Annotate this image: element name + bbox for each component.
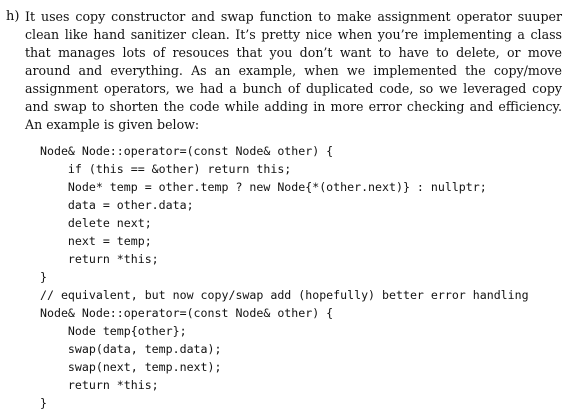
paragraph-line: assignment operators, we had a bunch of …	[25, 81, 562, 96]
code-line: Node& Node::operator=(const Node& other)…	[40, 306, 334, 320]
explanation-paragraph: It uses copy constructor and swap functi…	[25, 8, 562, 134]
code-line: data = other.data;	[40, 198, 194, 212]
code-line: if (this == &other) return this;	[40, 162, 292, 176]
code-line: }	[40, 270, 47, 284]
code-comment-line: // equivalent, but now copy/swap add (ho…	[40, 288, 529, 302]
code-line: return *this;	[40, 378, 159, 392]
code-line: delete next;	[40, 216, 152, 230]
code-line: Node temp{other};	[40, 324, 187, 338]
paragraph-line: that manages lots of resouces that you d…	[25, 45, 562, 60]
code-line: return *this;	[40, 252, 159, 266]
paragraph-line: and swap to shorten the code while addin…	[25, 99, 562, 114]
paragraph-line: It uses copy constructor and swap functi…	[25, 9, 562, 24]
code-line: swap(next, temp.next);	[40, 360, 222, 374]
list-item-h: h) It uses copy constructor and swap fun…	[6, 8, 562, 412]
code-line: }	[40, 396, 47, 410]
paragraph-line: around and everything. As an example, wh…	[25, 63, 562, 78]
paragraph-line: clean like hand sanitizer clean. It’s pr…	[25, 27, 562, 42]
code-line: next = temp;	[40, 234, 152, 248]
paragraph-line: An example is given below:	[25, 117, 200, 132]
code-line: Node* temp = other.temp ? new Node{*(oth…	[40, 180, 487, 194]
code-line: Node& Node::operator=(const Node& other)…	[40, 144, 334, 158]
code-line: swap(data, temp.data);	[40, 342, 222, 356]
code-block: Node& Node::operator=(const Node& other)…	[40, 142, 562, 412]
item-marker: h)	[6, 9, 20, 24]
